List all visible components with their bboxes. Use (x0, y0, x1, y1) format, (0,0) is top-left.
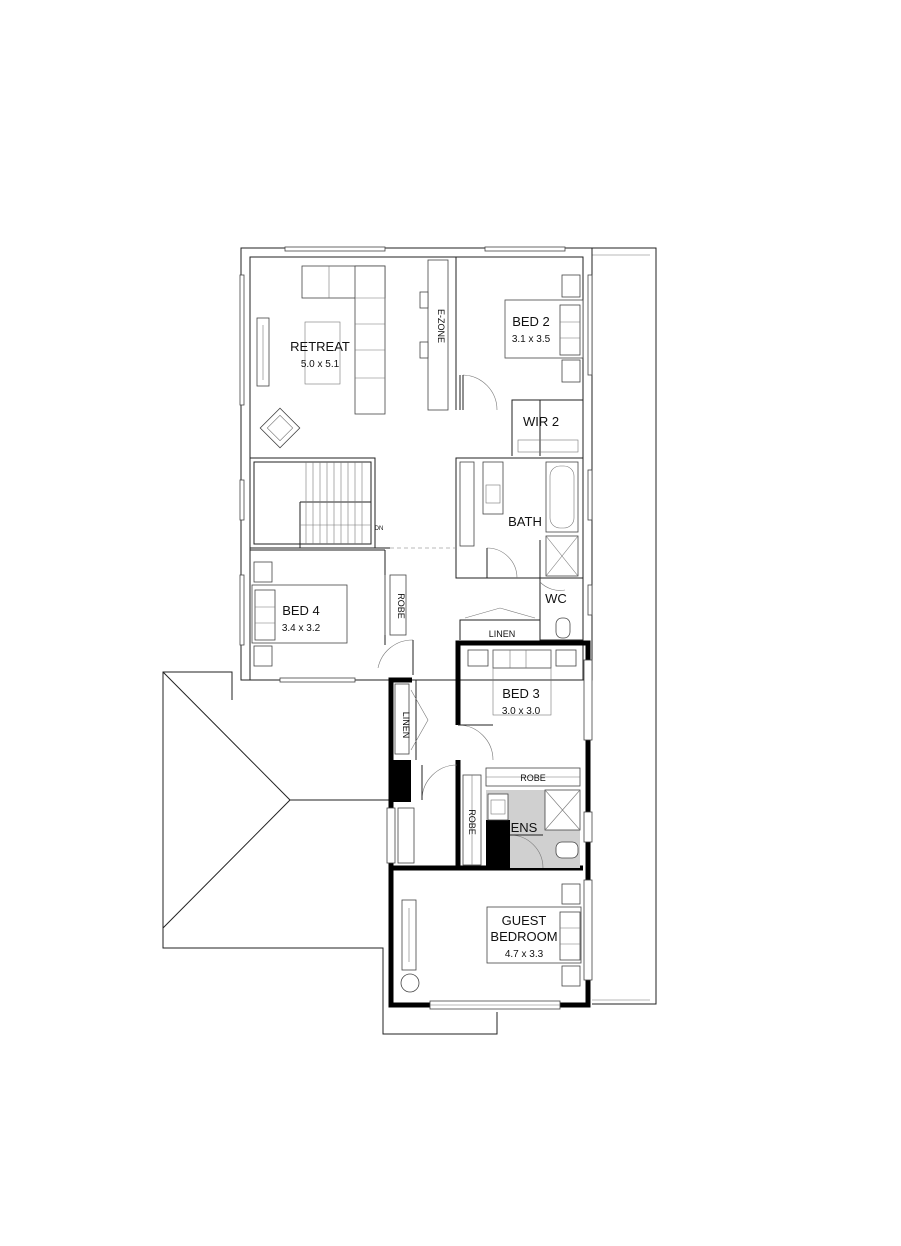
guest-bedroom-dimension: 4.7 x 3.3 (505, 949, 544, 960)
guest-bedroom (400, 883, 582, 993)
bed3-room (457, 649, 581, 787)
linen-top-label: LINEN (489, 629, 516, 639)
bed4-label: BED 4 (282, 603, 320, 618)
linen-side (394, 683, 458, 801)
retreat-dimension: 5.0 x 5.1 (301, 359, 340, 370)
guest-bedroom-label-line2: BEDROOM (490, 929, 557, 944)
wir2-label: WIR 2 (523, 414, 559, 429)
retreat-label: RETREAT (290, 339, 350, 354)
bath-room (455, 457, 584, 579)
bed4-dimension: 3.4 x 3.2 (282, 623, 321, 634)
robe-bed3-label: ROBE (520, 773, 546, 783)
windows-upper (239, 246, 593, 683)
retreat-room (256, 257, 461, 449)
wir2-room (511, 399, 583, 456)
ezone-label: E-ZONE (436, 309, 446, 343)
robe-guest-label: ROBE (467, 809, 477, 835)
wc-room (539, 577, 584, 641)
bath-label: BATH (508, 514, 542, 529)
roof-outline-right (592, 247, 657, 1005)
ensuite-label: ENS (511, 820, 538, 835)
bed2-dimension: 3.1 x 3.5 (512, 334, 551, 345)
stair (249, 457, 455, 549)
bed2-room (462, 274, 584, 411)
wc-label: WC (545, 591, 567, 606)
bed4-room (250, 549, 414, 675)
linen-side-label: LINEN (401, 712, 411, 739)
ensuite-room (486, 789, 581, 869)
robe-guest (462, 774, 482, 866)
bed3-label: BED 3 (502, 686, 540, 701)
guest-bedroom-label-line1: GUEST (502, 913, 547, 928)
linen-top (459, 607, 541, 640)
bed2-label: BED 2 (512, 314, 550, 329)
bed3-dimension: 3.0 x 3.0 (502, 706, 541, 717)
roof-outline-left (162, 671, 498, 1035)
robe-bed4-label: ROBE (396, 593, 406, 619)
room-labels: RETREAT 5.0 x 5.1 E-ZONE BED 2 3.1 x 3.5… (282, 309, 567, 960)
stair-dn-label: DN (375, 526, 384, 532)
windows-lower (386, 659, 593, 1010)
